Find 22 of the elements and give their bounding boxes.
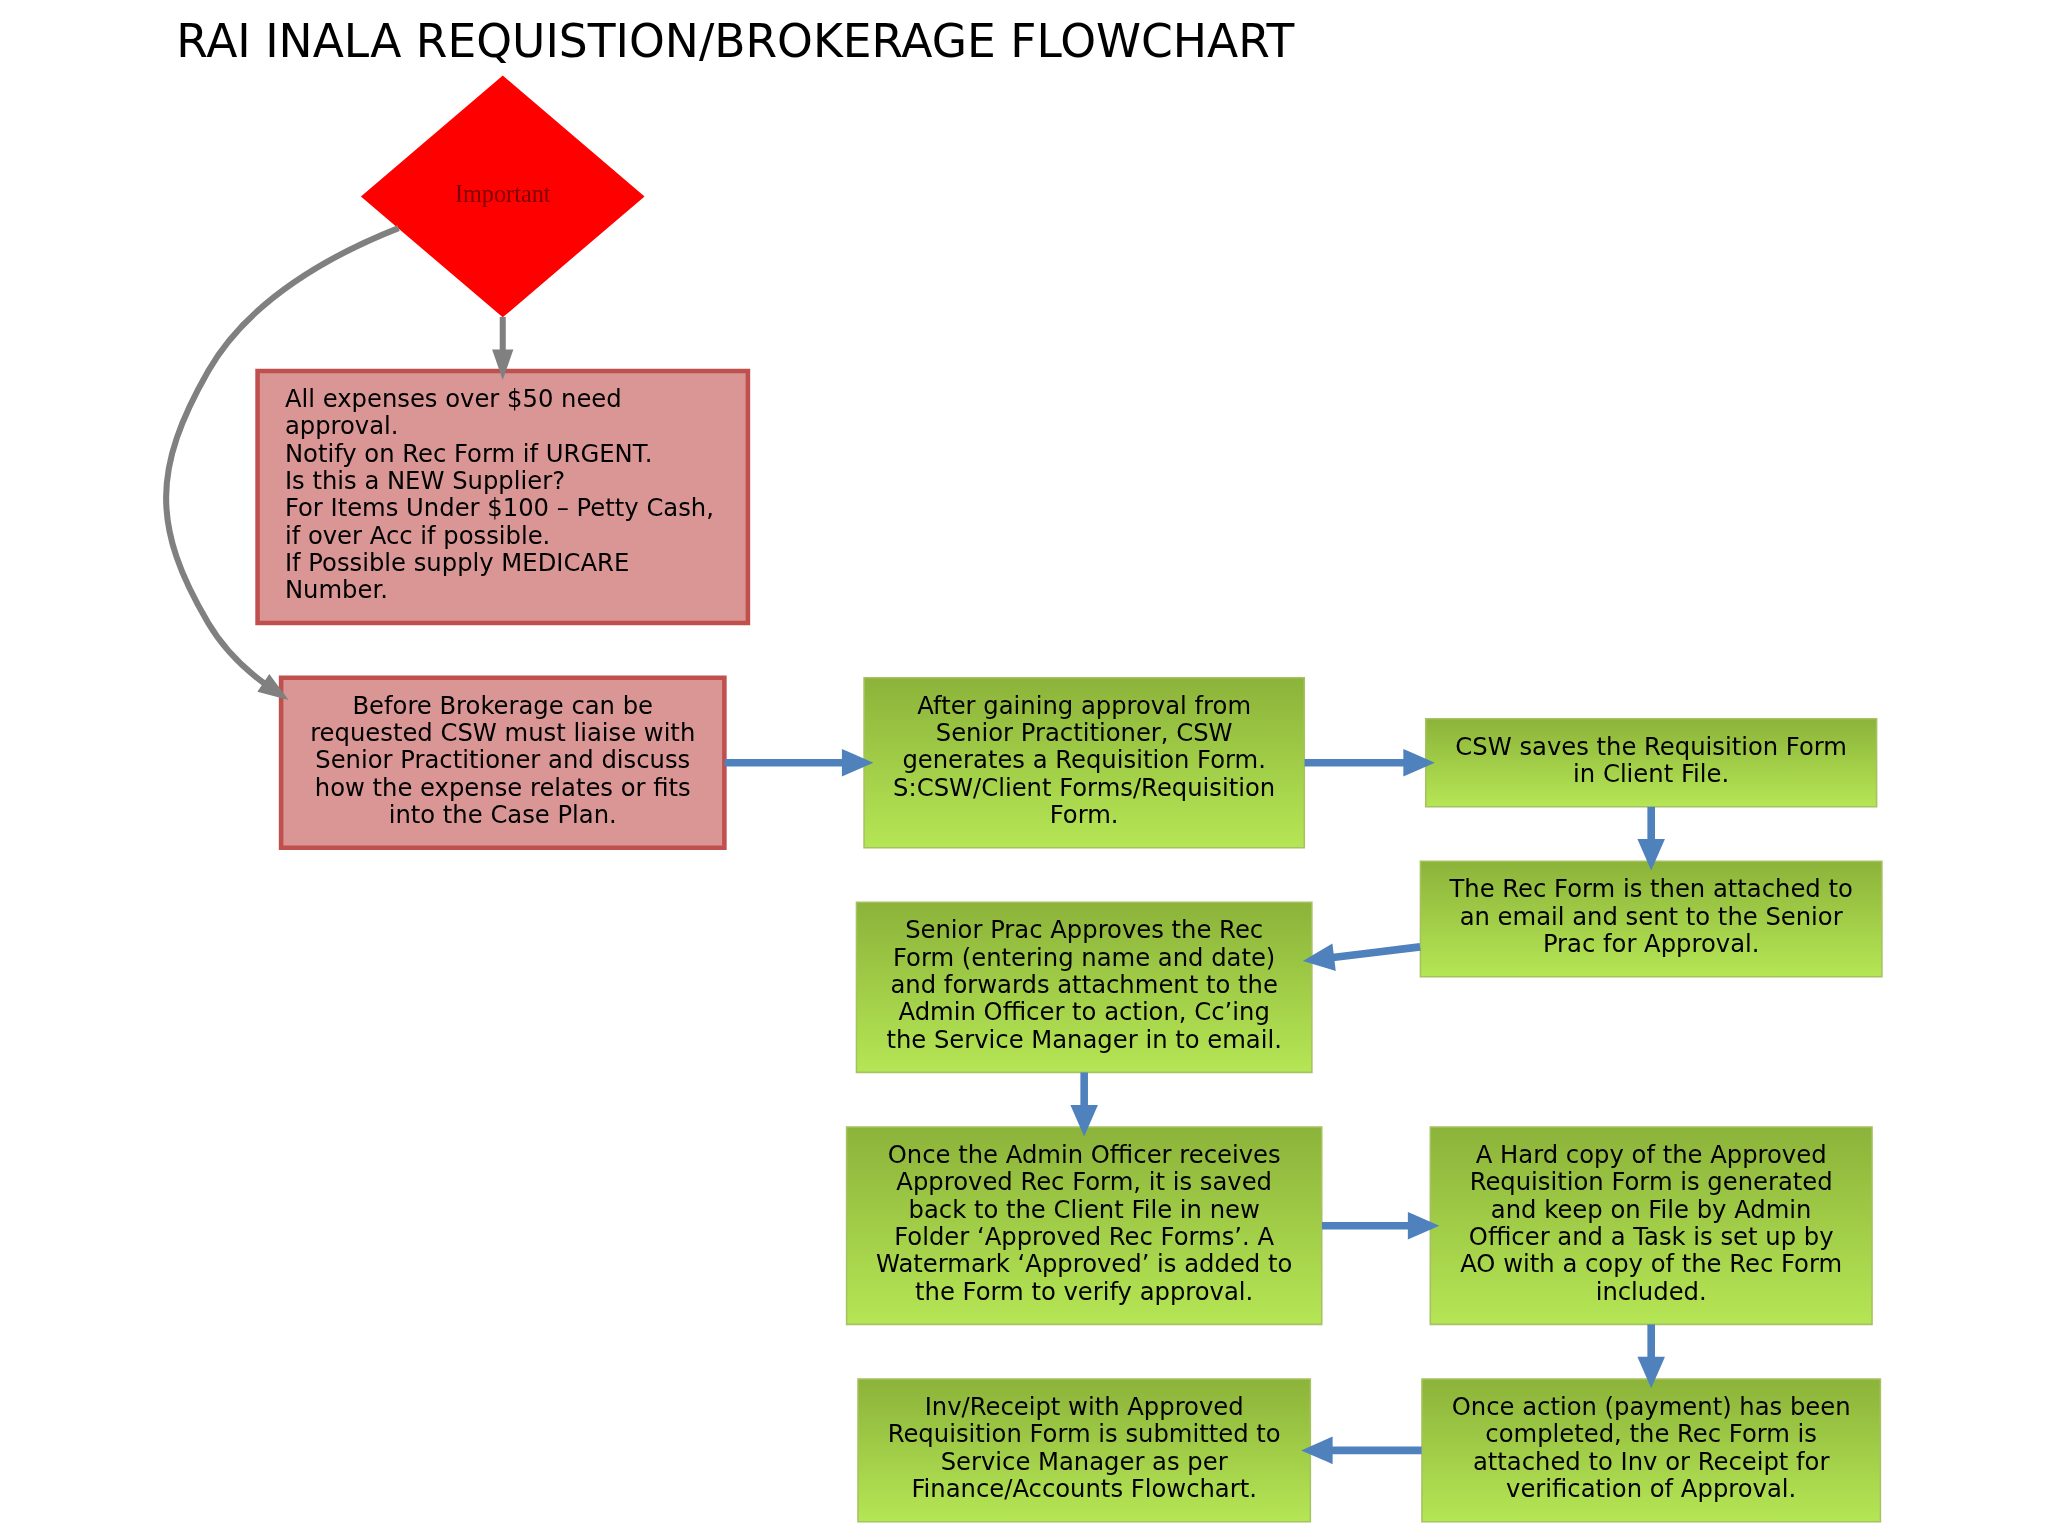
- node-diamond: Important: [360, 75, 645, 318]
- node-box: All expenses over $50 need approval. Notify on Rec Form if URGENT. Is this a NEW Supplier? For Items Under $100 – Petty Cash, if over Acc if possible. If Possible supply MEDICARE Number.: [255, 368, 751, 626]
- arrow: [1302, 943, 1421, 971]
- node-box: Before Brokerage can be requested CSW must liaise with Senior Practitioner and discuss how the expense relates or fits into the Case Plan.: [278, 675, 727, 850]
- arrow: [1301, 1436, 1422, 1465]
- node-box: Once action (payment) has been completed, the Rec Form is attached to Inv or Receipt for verification of Approval.: [1421, 1378, 1882, 1523]
- arrow: [163, 225, 400, 700]
- node-box: CSW saves the Requisition Form in Client File.: [1425, 717, 1878, 808]
- node-box: After gaining approval from Senior Practitioner, CSW generates a Requisition Form. S:CSW/Client Forms/Requisition Form.: [863, 676, 1306, 849]
- node-box: Inv/Receipt with Approved Requisition Form is submitted to Service Manager as per Finance/Accounts Flowchart.: [857, 1378, 1312, 1523]
- arrow: [1322, 1211, 1440, 1240]
- arrow: [724, 748, 874, 777]
- arrow: [492, 317, 514, 380]
- node-box: The Rec Form is then attached to an email and sent to the Senior Prac for Approval.: [1419, 860, 1883, 978]
- arrow: [1070, 1072, 1098, 1137]
- diagram-title: RAI INALA REQUISTION/BROKERAGE FLOWCHART: [176, 14, 1295, 68]
- node-box: A Hard copy of the Approved Requisition Form is generated and keep on File by Admin Officer and a Task is set up by AO with a copy of the Rec Form included.: [1429, 1126, 1873, 1326]
- arrow: [1637, 1324, 1665, 1389]
- arrow: [1304, 748, 1435, 777]
- node-box: Once the Admin Officer receives Approved Rec Form, it is saved back to the Client File in new Folder ‘Approved Rec Forms’. A Watermark ‘Approved’ is added to the Form to verify approval.: [845, 1126, 1323, 1326]
- node-box: Senior Prac Approves the Rec Form (entering name and date) and forwards attachment to the Admin Officer to action, Cc’ing the Service Manager in to email.: [855, 901, 1313, 1074]
- arrow: [1637, 806, 1665, 871]
